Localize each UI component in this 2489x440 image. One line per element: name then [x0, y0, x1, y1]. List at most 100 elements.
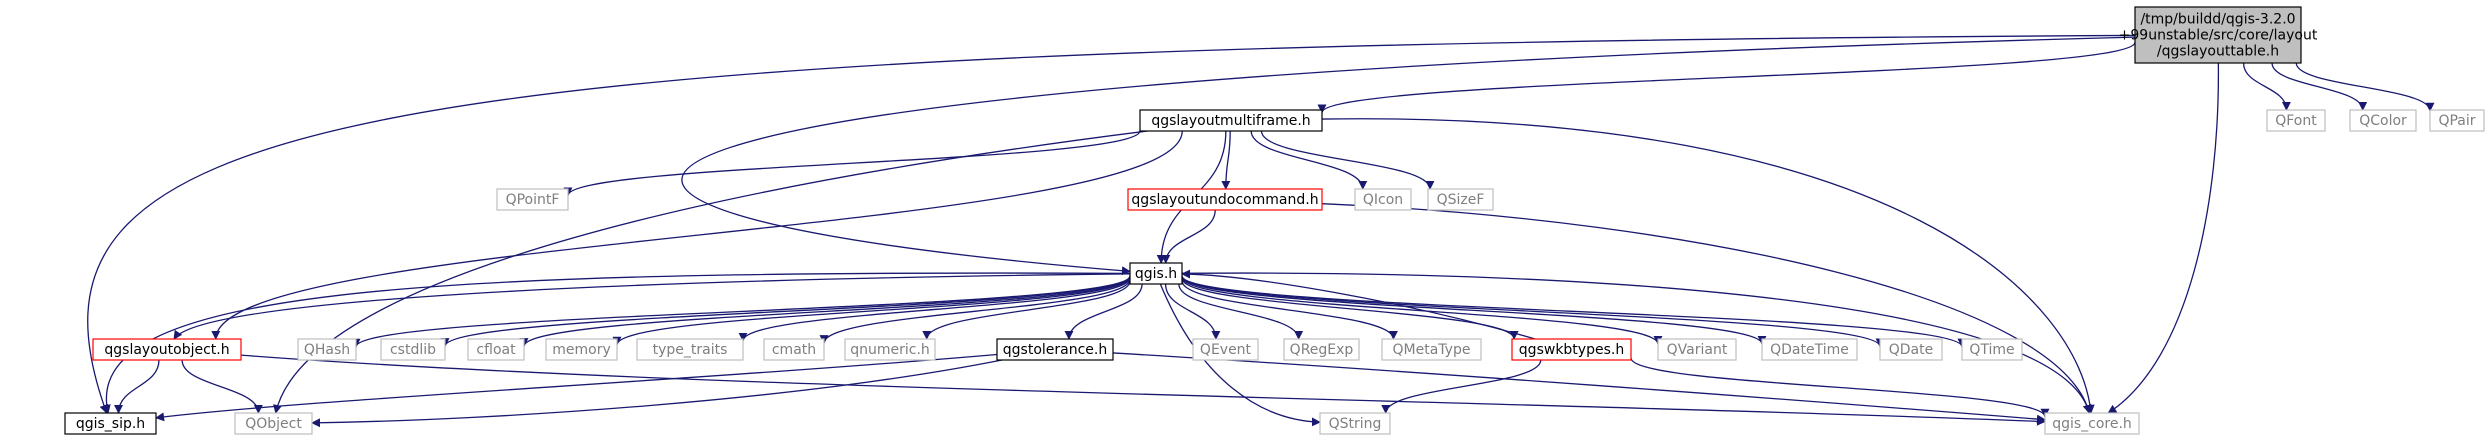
node-box-multiframe: [1139, 109, 1323, 132]
node-multiframe[interactable]: qgslayoutmultiframe.h: [1139, 109, 1323, 132]
node-qsizef: QSizeF: [1427, 188, 1494, 211]
node-box-cmath: [763, 338, 825, 361]
edge-qgis-to-qtime: [1181, 275, 1967, 348]
node-box-qvariant: [1657, 338, 1737, 361]
node-box-qtime: [1961, 338, 2023, 361]
edge-tolerance-to-qobject: [311, 359, 1003, 428]
edges-layer: [87, 34, 2435, 428]
node-box-cfloat: [467, 338, 525, 361]
edge-undocommand-to-qgis: [1161, 209, 1216, 264]
node-label-qevent: QEvent: [1200, 342, 1252, 358]
node-qgis[interactable]: qgis.h: [1129, 262, 1183, 285]
node-label-qdatetime: QDateTime: [1770, 342, 1849, 358]
node-qregexp: QRegExp: [1283, 338, 1360, 361]
node-qicon: QIcon: [1354, 188, 1412, 211]
node-qnumeric: qnumeric.h: [844, 338, 936, 361]
node-label-qstring: QString: [1329, 416, 1382, 432]
edge-qgis-to-qhash: [351, 275, 1131, 348]
node-box-wkbtypes: [1511, 338, 1632, 361]
node-label-qsizef: QSizeF: [1437, 192, 1485, 208]
edge-qgis-to-core: [1181, 272, 2092, 414]
node-qdate: QDate: [1879, 338, 1943, 361]
edge-layoutobject-to-qobject: [181, 359, 263, 414]
node-qstring: QString: [1319, 412, 1391, 435]
edge-multiframe-to-qsizef: [1260, 130, 1435, 190]
edge-qgis-to-qdatetime: [1181, 276, 1767, 345]
node-label-undocommand: qgslayoutundocommand.h: [1131, 192, 1318, 208]
node-label-root: /tmp/buildd/qgis-3.2.0: [2140, 12, 2295, 28]
edge-qgis-to-qnumeric: [922, 280, 1131, 340]
node-tolerance[interactable]: qgstolerance.h: [996, 338, 1114, 361]
node-label-tolerance: qgstolerance.h: [1003, 342, 1107, 358]
node-label-qgis: qgis.h: [1135, 266, 1177, 282]
edge-qgis-to-cstdlib: [440, 275, 1131, 348]
edge-root-to-multiframe: [1317, 41, 2136, 114]
node-box-qnumeric: [844, 338, 936, 361]
node-qevent: QEvent: [1192, 338, 1259, 361]
node-box-qregexp: [1283, 338, 1360, 361]
node-memory: memory: [545, 338, 618, 361]
edge-root-to-qgis: [681, 36, 2136, 276]
node-label-qdate: QDate: [1889, 342, 1933, 358]
edge-qgis-to-qstring: [1159, 283, 1321, 427]
edge-qgis-to-memory: [612, 276, 1131, 346]
node-qvariant: QVariant: [1657, 338, 1737, 361]
edge-root-to-qpair: [2295, 62, 2435, 112]
node-box-undocommand: [1127, 188, 1323, 211]
edge-multiframe-to-qpointf: [563, 130, 1141, 197]
edge-multiframe-to-layoutobject: [211, 130, 1183, 340]
node-root[interactable]: /tmp/buildd/qgis-3.2.0+99unstable/src/co…: [2119, 6, 2318, 64]
edge-root-to-qfont: [2242, 62, 2291, 111]
node-label-sip: qgis_sip.h: [76, 416, 145, 432]
node-label-qpointf: QPointF: [506, 192, 560, 208]
node-undocommand[interactable]: qgslayoutundocommand.h: [1127, 188, 1323, 211]
node-qobject: QObject: [234, 412, 313, 435]
node-wkbtypes[interactable]: qgswkbtypes.h: [1511, 338, 1632, 361]
node-label-qobject: QObject: [245, 416, 302, 432]
edge-undocommand-to-core: [1321, 203, 2092, 414]
node-label-qhash: QHash: [304, 342, 350, 358]
node-box-memory: [545, 338, 618, 361]
node-box-qhash: [297, 338, 357, 361]
node-label-qcolor: QColor: [2359, 113, 2407, 129]
node-cfloat: cfloat: [467, 338, 525, 361]
node-box-qobject: [234, 412, 313, 435]
node-label-multiframe: qgslayoutmultiframe.h: [1151, 113, 1310, 129]
node-box-qdate: [1879, 338, 1943, 361]
node-box-qpointf: [496, 188, 569, 211]
node-label-qtime: QTime: [1969, 342, 2014, 358]
node-label-qnumeric: qnumeric.h: [850, 342, 930, 358]
node-label-qmetatype: QMetaType: [1393, 342, 1471, 358]
node-label-root: +99unstable/src/core/layout: [2119, 28, 2318, 44]
edge-qgis-to-cfloat: [519, 276, 1131, 348]
node-label-type_traits: type_traits: [653, 342, 728, 358]
node-box-qevent: [1192, 338, 1259, 361]
edge-root-to-sip: [87, 34, 2136, 414]
node-label-wkbtypes: qgswkbtypes.h: [1519, 342, 1624, 358]
edge-qgis-to-wkbtypes: [1181, 278, 1519, 340]
node-box-qfont: [2266, 109, 2326, 132]
node-label-root: /qgslayouttable.h: [2157, 44, 2279, 60]
node-cstdlib: cstdlib: [380, 338, 446, 361]
nodes-layer: /tmp/buildd/qgis-3.2.0+99unstable/src/co…: [64, 6, 2485, 435]
node-cmath: cmath: [763, 338, 825, 361]
node-label-qpair: QPair: [2438, 113, 2475, 129]
edge-qgis-to-qdate: [1181, 275, 1885, 348]
edge-multiframe-to-core: [1321, 118, 2095, 414]
node-label-qregexp: QRegExp: [1290, 342, 1354, 358]
node-box-qpair: [2429, 109, 2485, 132]
edge-layoutobject-to-sip: [114, 359, 160, 414]
node-qmetatype: QMetaType: [1381, 338, 1482, 361]
node-box-qgis: [1129, 262, 1183, 285]
node-layoutobject[interactable]: qgslayoutobject.h: [92, 338, 242, 361]
edge-root-to-qcolor: [2271, 62, 2368, 111]
edge-qgis-to-tolerance: [1064, 283, 1143, 340]
node-box-qicon: [1354, 188, 1412, 211]
node-sip[interactable]: qgis_sip.h: [64, 412, 157, 435]
edge-qgis-to-qregexp: [1178, 283, 1304, 340]
edge-wkbtypes-to-qstring: [1381, 359, 1542, 414]
edge-wkbtypes-to-core: [1630, 357, 2050, 418]
edge-tolerance-to-sip: [155, 353, 998, 422]
node-qtime: QTime: [1961, 338, 2023, 361]
node-box-qmetatype: [1381, 338, 1482, 361]
